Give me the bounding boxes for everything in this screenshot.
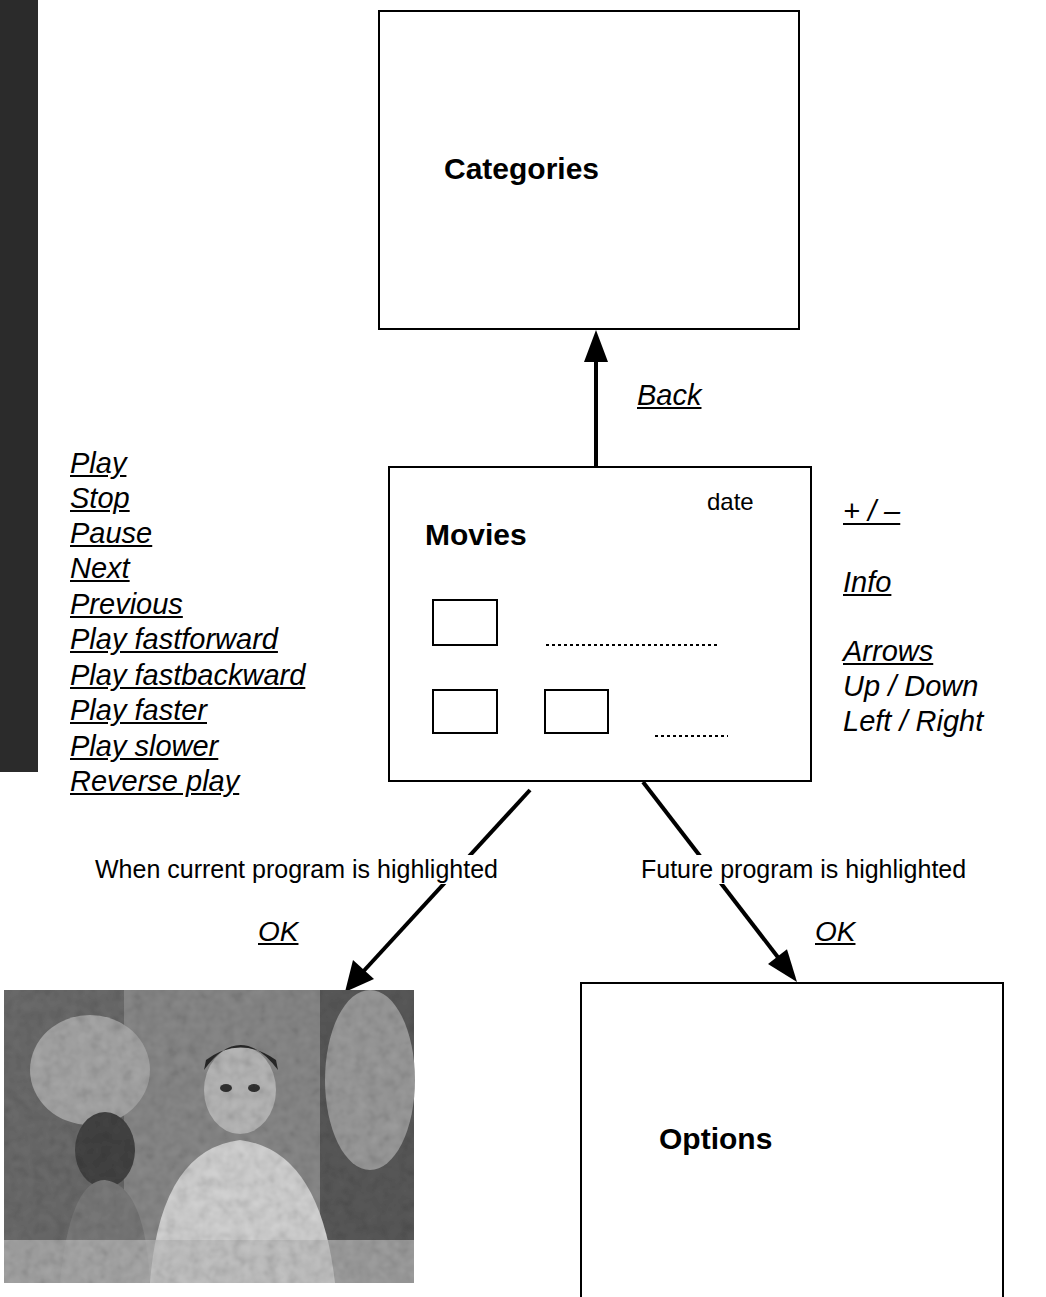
arrow-head	[584, 330, 608, 362]
control-label: Reverse play	[70, 765, 239, 798]
screen-box: Categories	[378, 10, 800, 330]
arrow-line	[594, 360, 598, 466]
screen-note: date	[707, 488, 754, 516]
control-label: + / –	[843, 495, 900, 528]
screen-title: Categories	[444, 152, 599, 186]
screen-title: Options	[659, 1122, 772, 1156]
control-label: Play fastbackward	[70, 659, 305, 692]
edge-label: OK	[815, 916, 855, 948]
video-still	[4, 990, 415, 1283]
control-label: Info	[843, 566, 891, 599]
control-label: Up / Down	[843, 670, 978, 703]
thumbnail-box	[433, 600, 497, 645]
control-label: Previous	[70, 588, 183, 621]
arrow-head	[768, 949, 797, 982]
screen-box: Options	[580, 982, 1004, 1297]
control-label: Left / Right	[843, 705, 983, 738]
scan-strip	[0, 0, 38, 772]
control-label: Play fastforward	[70, 623, 278, 656]
flow-arrow	[584, 330, 608, 466]
control-label: Stop	[70, 482, 130, 515]
dotted-line	[546, 644, 720, 646]
edge-label: Back	[637, 379, 701, 412]
control-label: Arrows	[843, 635, 933, 668]
control-label: Play slower	[70, 730, 218, 763]
condition-label: When current program is highlighted	[93, 855, 500, 884]
dotted-line	[655, 735, 728, 737]
thumbnail-box	[545, 690, 608, 733]
control-label: Next	[70, 552, 130, 585]
control-label: Pause	[70, 517, 152, 550]
condition-label: Future program is highlighted	[639, 855, 968, 884]
control-label: Play faster	[70, 694, 207, 727]
screen-title: Movies	[425, 518, 527, 552]
control-label: Play	[70, 447, 126, 480]
thumbnail-box	[433, 690, 497, 733]
control-label: OK	[258, 916, 298, 948]
arrow-head	[345, 960, 374, 992]
screen-box: Movies date	[388, 466, 812, 782]
